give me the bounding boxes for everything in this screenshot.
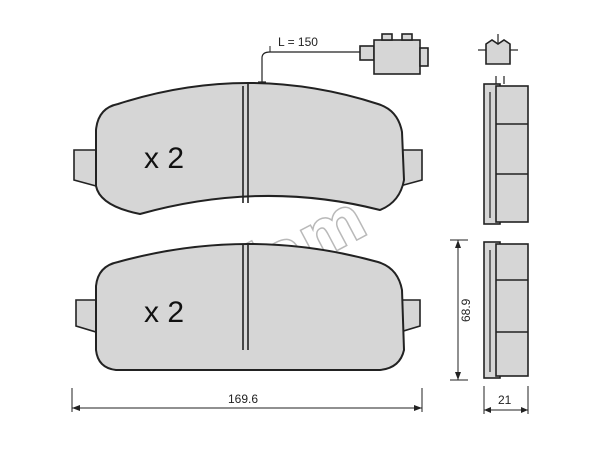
bottom-pad-side-view: [483, 241, 529, 379]
bottom-pad-quantity: x 2: [144, 296, 184, 329]
thickness-dimension-label: 21: [498, 393, 512, 407]
sensor-connector-neck: [359, 45, 375, 61]
bottom-pad-body: [95, 243, 405, 371]
top-pad-quantity: x 2: [144, 142, 184, 175]
top-pad-side-view: [478, 34, 529, 225]
top-side-sensor-clip: [485, 39, 511, 65]
top-brake-pad: x 2: [73, 82, 423, 215]
sensor-wire: [261, 51, 360, 82]
width-dimension-label: 169.6: [228, 392, 258, 406]
bottom-pad-left-ear: [75, 299, 97, 334]
wire-length-label: L = 150: [278, 35, 318, 49]
bottom-brake-pad: x 2: [75, 243, 421, 371]
top-pad-left-ear: [73, 149, 97, 188]
wear-sensor: L = 150: [258, 33, 429, 83]
height-dimension-label: 68.9: [459, 298, 473, 322]
bottom-side-friction-block: [495, 243, 529, 377]
dimension-lines: 169.6 68.9 21: [71, 239, 529, 414]
top-side-friction-block: [495, 85, 529, 223]
top-pad-body: [95, 82, 405, 215]
sensor-connector: [373, 39, 421, 75]
